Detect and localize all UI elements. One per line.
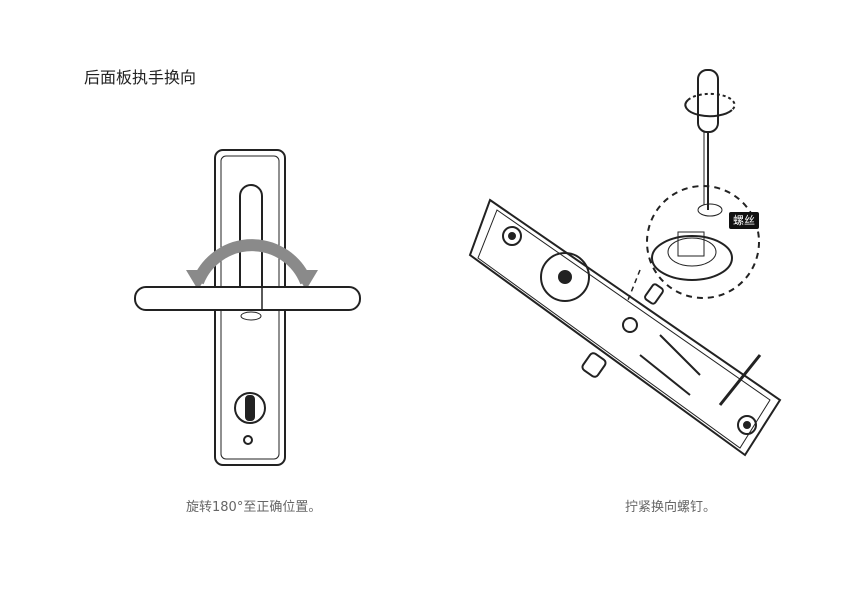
rotate-arrow-icon — [192, 239, 312, 285]
section-title: 后面板执手换向 — [84, 68, 197, 87]
step-caption-tighten: 拧紧换向螺钉。 — [625, 500, 717, 515]
horizontal-handle — [134, 286, 361, 311]
rotated-panel — [468, 198, 782, 457]
key-lock-knob — [234, 392, 266, 445]
step-caption-rotate: 旋转180°至正确位置。 — [186, 500, 322, 515]
screwdriver-icon — [684, 69, 736, 210]
magnified-view — [627, 185, 760, 301]
screw-callout-label: 螺丝 — [729, 212, 759, 229]
